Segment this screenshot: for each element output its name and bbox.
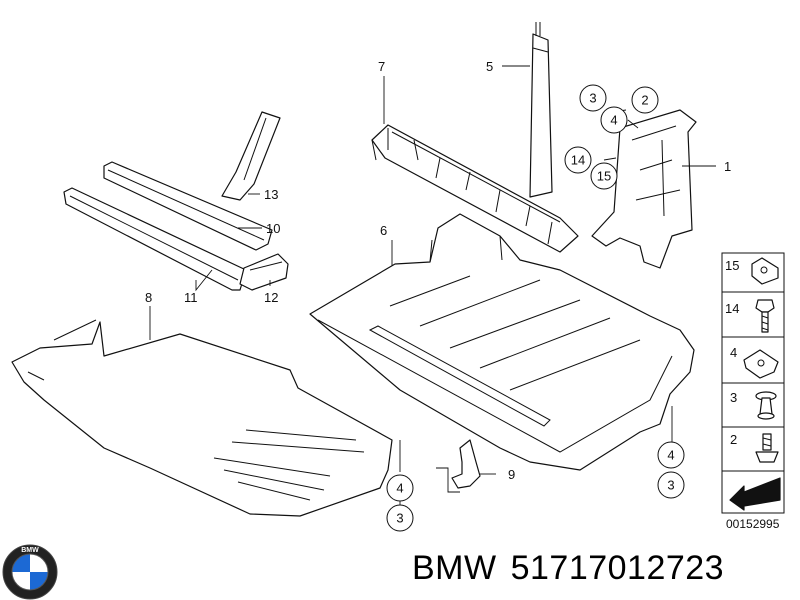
- callout-5: 5: [486, 59, 493, 74]
- circled-4-right: 4: [657, 441, 685, 469]
- callout-10: 10: [266, 221, 280, 236]
- circled-3-right: 3: [657, 471, 685, 499]
- leader-lines: [149, 65, 716, 508]
- callout-6: 6: [380, 223, 387, 238]
- circled-callouts: 3 2 4 14 15 4 3 4: [386, 84, 685, 532]
- screw-icon: [762, 433, 772, 451]
- brand-make: BMW: [412, 549, 497, 587]
- part-11-rail: [63, 187, 247, 291]
- diagram-number: 00152995: [726, 517, 780, 531]
- circled-4-top: 4: [600, 106, 628, 134]
- callout-13: 13: [264, 187, 278, 202]
- legend-item-2: 2: [730, 432, 779, 463]
- legend-item-3: 3: [730, 390, 777, 420]
- svg-text:15: 15: [725, 258, 739, 273]
- callout-9: 9: [508, 467, 515, 482]
- circled-15-top: 15: [590, 162, 618, 190]
- part-number: 51717012723: [510, 549, 725, 587]
- legend-arrow: [729, 477, 781, 511]
- callout-8: 8: [145, 290, 152, 305]
- legend-item-4: 4: [730, 345, 779, 379]
- legend-item-14: 14: [725, 299, 775, 333]
- svg-text:3: 3: [396, 511, 403, 526]
- circled-2-top: 2: [631, 86, 659, 114]
- svg-text:3: 3: [730, 390, 737, 405]
- circled-14-top: 14: [564, 146, 592, 174]
- brand-part-number: BMW 51717012723: [412, 549, 724, 588]
- callout-1: 1: [724, 159, 731, 174]
- svg-text:4: 4: [730, 345, 737, 360]
- callout-12: 12: [264, 290, 278, 305]
- part-1-side-panel: [591, 109, 697, 269]
- arrow-icon: [729, 477, 781, 511]
- svg-text:BMW: BMW: [21, 547, 39, 554]
- callout-11: 11: [184, 290, 198, 305]
- bmw-logo: BMW: [2, 544, 58, 600]
- svg-text:2: 2: [730, 432, 737, 447]
- part-12-end-cap: [239, 253, 289, 291]
- svg-text:4: 4: [396, 481, 403, 496]
- part-13-strip: [221, 111, 281, 201]
- svg-text:14: 14: [725, 301, 739, 316]
- svg-text:3: 3: [667, 478, 674, 493]
- part-9-bracket: [451, 439, 481, 489]
- svg-text:2: 2: [641, 93, 648, 108]
- legend-item-15: 15: [725, 257, 779, 285]
- part-5-bracket: [529, 22, 553, 198]
- svg-text:14: 14: [571, 153, 585, 168]
- callout-7: 7: [378, 59, 385, 74]
- circled-4-bottom: 4: [386, 474, 414, 502]
- bolt-icon: [755, 299, 775, 313]
- fastener-legend: 15 14 4 3 2: [721, 252, 785, 514]
- circled-3-bottom: 3: [386, 504, 414, 532]
- svg-text:4: 4: [610, 113, 617, 128]
- svg-text:3: 3: [589, 91, 596, 106]
- circled-3-top: 3: [579, 84, 607, 112]
- svg-text:4: 4: [667, 448, 674, 463]
- callout-labels: 1 5 6 7 8 9 10 11 12 13: [145, 59, 731, 482]
- part-8-shield: [11, 319, 393, 517]
- svg-text:15: 15: [597, 169, 611, 184]
- part-7-cross-member: [371, 124, 579, 253]
- part-6-tray: [309, 213, 695, 471]
